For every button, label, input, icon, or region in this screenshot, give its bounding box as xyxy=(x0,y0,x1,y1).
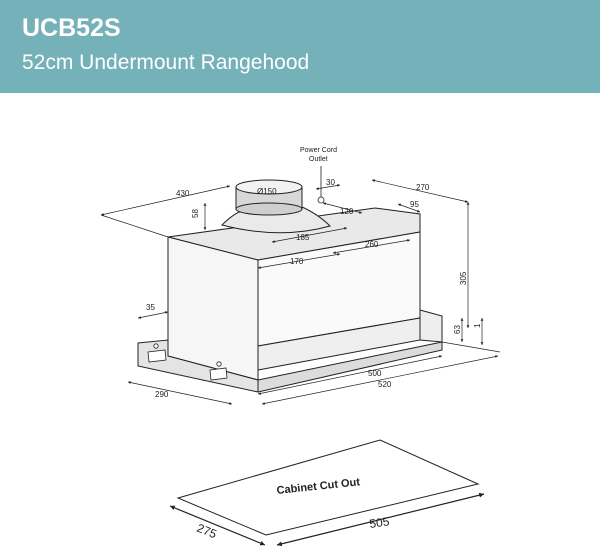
vent-left xyxy=(147,343,167,363)
rangehood-body xyxy=(137,207,443,393)
dim-260: 260 xyxy=(365,240,379,249)
dim-500: 500 xyxy=(368,369,382,378)
power-cord-label-line2: Outlet xyxy=(309,156,328,163)
dim-35: 35 xyxy=(146,303,155,312)
cutout-width-505: 505 xyxy=(368,514,390,531)
dim-185: 185 xyxy=(296,233,310,242)
dimension-lines xyxy=(100,179,501,405)
cabinet-cutout: Cabinet Cut Out 275 505 xyxy=(169,439,485,547)
duct-collar xyxy=(221,179,331,234)
dimension-labels: 430 Ø150 30 270 58 120 95 185 260 170 30… xyxy=(146,147,482,399)
vent-right xyxy=(209,361,228,381)
dim-58: 58 xyxy=(191,209,200,218)
dim-120: 120 xyxy=(340,207,354,216)
power-cord-outlet xyxy=(317,166,325,204)
dim-305: 305 xyxy=(459,271,468,285)
dim-30: 30 xyxy=(326,178,335,187)
model-title: UCB52S xyxy=(22,14,121,42)
dim-520: 520 xyxy=(378,380,392,389)
dim-duct-diameter: Ø150 xyxy=(257,187,277,196)
header-banner: UCB52S 52cm Undermount Rangehood xyxy=(0,0,600,93)
dim-290: 290 xyxy=(155,390,169,399)
dim-430: 430 xyxy=(176,189,190,198)
dim-95: 95 xyxy=(410,200,419,209)
dim-1: 1 xyxy=(473,323,482,328)
dim-270: 270 xyxy=(416,183,430,192)
product-subtitle: 52cm Undermount Rangehood xyxy=(22,51,310,74)
power-cord-label-line1: Power Cord xyxy=(300,147,337,154)
cutout-depth-275: 275 xyxy=(195,521,219,542)
dim-63: 63 xyxy=(453,325,462,334)
dim-170: 170 xyxy=(290,257,304,266)
